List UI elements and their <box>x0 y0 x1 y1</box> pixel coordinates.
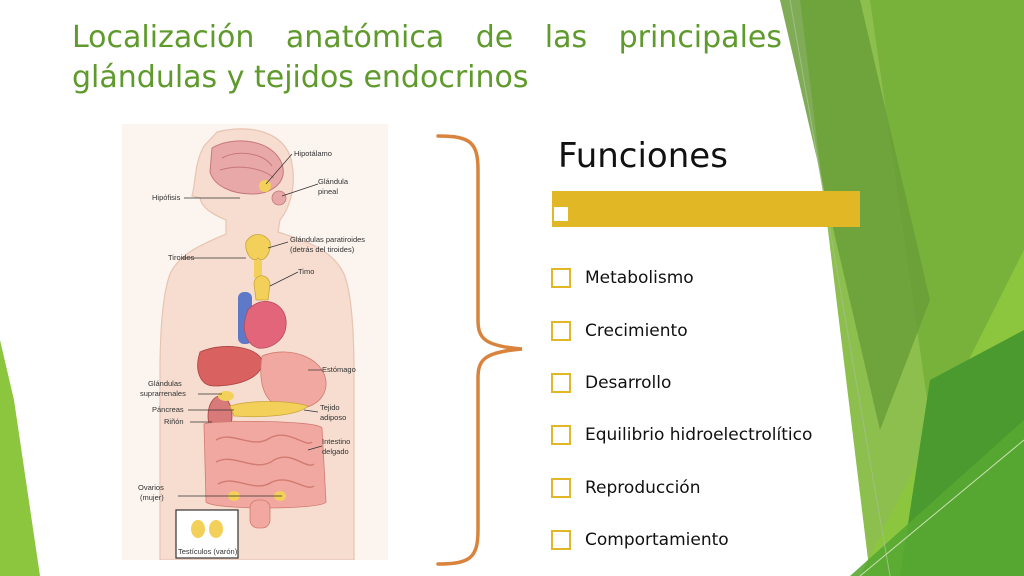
label-intestino-2: delgado <box>322 447 349 456</box>
label-estomago: Estómago <box>322 365 356 374</box>
label-rinon: Riñón <box>164 417 184 426</box>
header-checkbox-icon <box>552 205 570 223</box>
label-glandula-pineal-2: pineal <box>318 187 338 196</box>
square-bullet-icon <box>551 477 571 498</box>
list-item: Desarrollo <box>551 357 812 409</box>
functions-header-bar <box>552 191 860 227</box>
label-tiroides: Tiroides <box>168 253 195 262</box>
label-intestino-1: Intestino <box>322 437 350 446</box>
slide-title: Localización anatómica de las principale… <box>72 20 782 95</box>
square-bullet-icon <box>551 372 571 393</box>
label-ovarios-1: Ovarios <box>138 483 164 492</box>
label-tejido-2: adiposo <box>320 413 346 422</box>
label-ovarios-2: (mujer) <box>140 493 164 502</box>
label-hipofisis: Hipófisis <box>152 193 181 202</box>
functions-list: Metabolismo Crecimiento Desarrollo Equil… <box>551 252 812 566</box>
curly-brace <box>436 134 523 566</box>
square-bullet-icon <box>551 425 571 446</box>
label-suprarrenales-2: suprarrenales <box>140 389 186 398</box>
square-bullet-icon <box>551 530 571 551</box>
list-item: Metabolismo <box>551 252 812 304</box>
label-tejido-1: Tejido <box>320 403 340 412</box>
label-hipotalamo: Hipotálamo <box>294 149 332 158</box>
label-glandula-pineal-1: Glándula <box>318 177 349 186</box>
square-bullet-icon <box>551 268 571 289</box>
list-item: Equilibrio hidroelectrolítico <box>551 409 812 461</box>
label-paratiroides-2: (detrás del tiroides) <box>290 245 355 254</box>
label-pancreas: Páncreas <box>152 405 184 414</box>
list-item: Crecimiento <box>551 304 812 356</box>
label-timo: Timo <box>298 267 314 276</box>
list-item: Reproducción <box>551 462 812 514</box>
functions-heading: Funciones <box>558 136 728 176</box>
label-suprarrenales-1: Glándulas <box>148 379 182 388</box>
square-bullet-icon <box>551 320 571 341</box>
list-item: Comportamiento <box>551 514 812 566</box>
label-paratiroides-1: Glándulas paratiroides <box>290 235 365 244</box>
endocrine-anatomy-illustration: Hipotálamo Glándula pineal Hipófisis Tir… <box>122 124 388 560</box>
label-testiculos: Testículos (varón) <box>178 547 238 556</box>
